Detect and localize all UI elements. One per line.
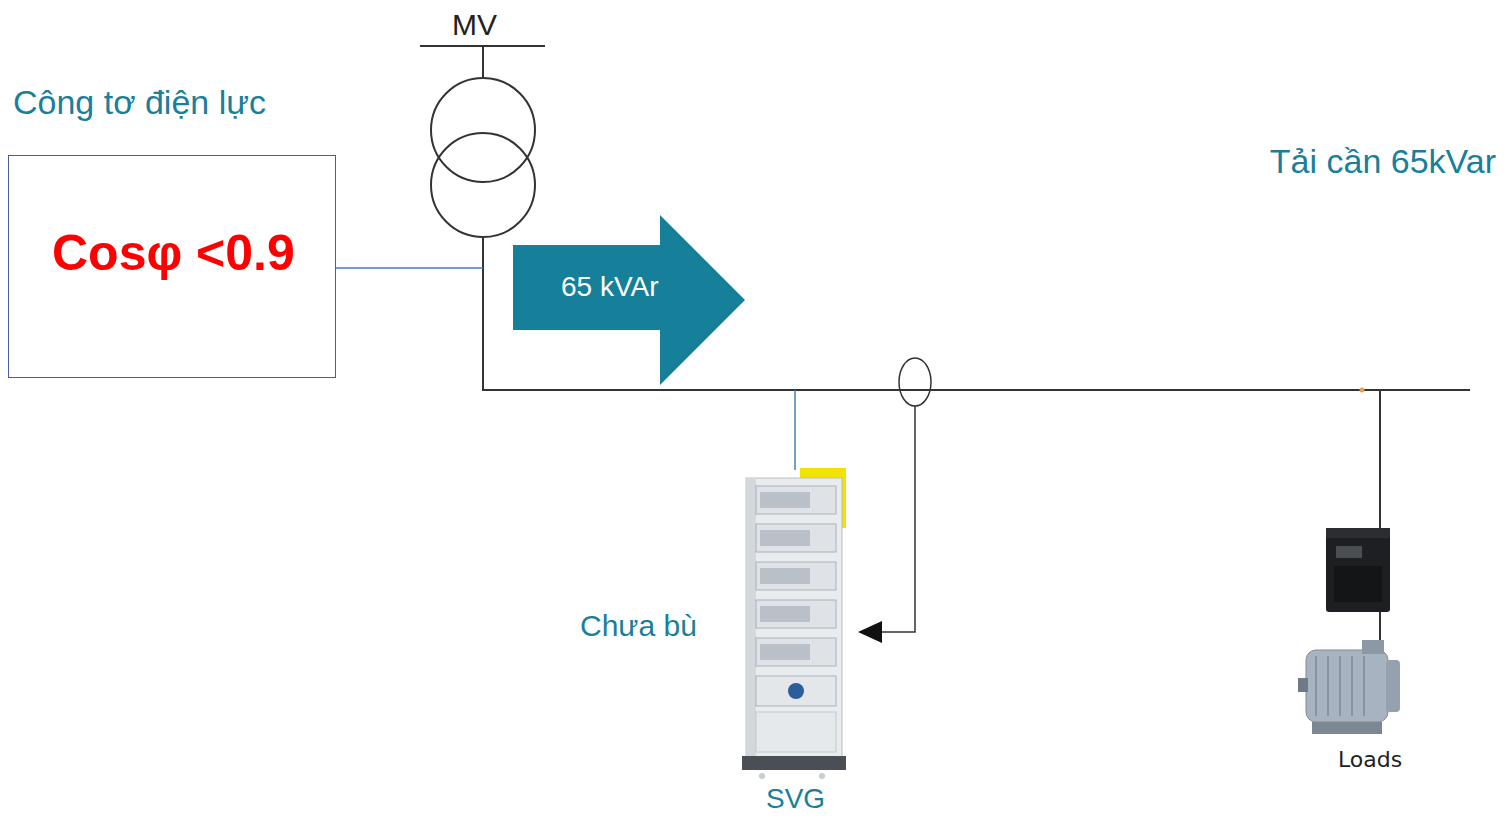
svg-feeder bbox=[794, 390, 796, 470]
svg-cabinet bbox=[742, 478, 846, 779]
lv-bus bbox=[482, 389, 1470, 391]
meter-box: Công tơ điện lựcCosφ <0.9 bbox=[8, 155, 336, 378]
load-feeder bbox=[1379, 390, 1381, 530]
transformer-winding bbox=[431, 78, 535, 182]
mv-feeder bbox=[482, 46, 484, 78]
arrow-fill bbox=[513, 215, 745, 385]
flow-arrow: 65 kVAr bbox=[513, 215, 745, 385]
voltage-label: MV bbox=[452, 8, 497, 41]
lv-feeder bbox=[482, 237, 484, 390]
motor-feeder bbox=[1379, 612, 1381, 642]
electric-motor bbox=[1298, 640, 1400, 734]
load-requirement-note: Tải cần 65kVar bbox=[1270, 143, 1496, 180]
meter-heading: Công tơ điện lực bbox=[13, 84, 266, 121]
meter-lead bbox=[336, 267, 483, 269]
variable-frequency-drive bbox=[1326, 528, 1390, 612]
ct-signal-wire bbox=[880, 406, 915, 632]
power-factor-reading: Cosφ <0.9 bbox=[52, 226, 295, 281]
current-transformer bbox=[899, 358, 931, 406]
status-note: Chưa bù bbox=[580, 609, 697, 642]
equipment-label: SVG bbox=[766, 784, 825, 815]
flow-value: 65 kVAr bbox=[561, 272, 659, 303]
transformer-winding bbox=[431, 133, 535, 237]
ct-arrowhead bbox=[858, 621, 882, 643]
bus-tap-dot bbox=[1360, 388, 1365, 393]
equipment-label: Loads bbox=[1338, 748, 1402, 772]
